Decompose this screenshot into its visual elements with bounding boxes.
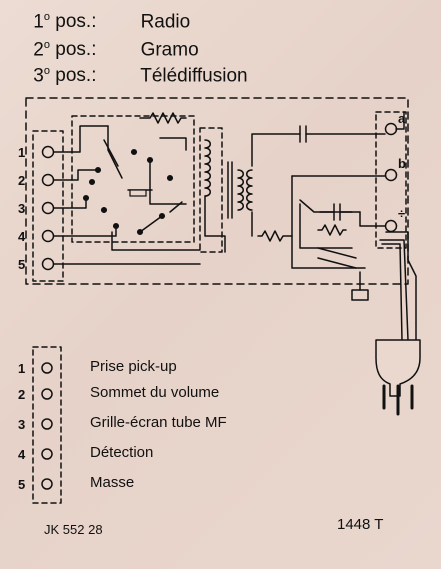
position-label: pos.: [55, 65, 97, 87]
resistor-selector [139, 112, 187, 124]
switch-wiring [53, 125, 201, 265]
legend-item-ground: Masse [90, 474, 135, 491]
power-cord [379, 111, 417, 343]
left-terminal-label: 5 [18, 257, 25, 272]
transformer-core [227, 161, 233, 219]
capacitor-top [299, 125, 307, 143]
selector-switch-box [71, 115, 195, 243]
right-terminal-strip [375, 111, 407, 249]
mode-gramo: Gramo [140, 39, 199, 61]
switch-contacts [82, 148, 174, 236]
right-terminal-circles [384, 122, 398, 233]
legend-item-volume: Sommet du volume [90, 384, 220, 401]
position-number: 3 [33, 65, 44, 87]
knob-icon [351, 289, 369, 301]
transformer-primary [204, 139, 211, 197]
legend-number: 2 [18, 387, 25, 402]
right-terminal-label: b [398, 156, 406, 171]
chassis-outline [25, 97, 409, 285]
left-terminal-label: 3 [18, 201, 25, 216]
left-terminal-label: 2 [18, 173, 25, 188]
resistor-output [257, 230, 293, 242]
wire-to-ground [359, 211, 386, 227]
left-terminal-circles [41, 145, 55, 271]
position-label: pos.: [55, 39, 97, 61]
right-terminal-label: a [398, 111, 406, 126]
legend-number: 3 [18, 417, 25, 432]
legend-terminal-circles [41, 362, 53, 490]
header-line-radio: 1o pos.: Radio [22, 6, 190, 33]
header-line-telediffusion: 3o pos.: Télédiffusion [22, 60, 248, 87]
right-terminal-label: ÷ [398, 206, 405, 221]
legend-item-screen-grid: Grille-écran tube MF [90, 414, 227, 431]
transformer-frame [199, 127, 223, 253]
mode-telediffusion: Télédiffusion [140, 65, 248, 87]
legend-number: 5 [18, 477, 25, 492]
ordinal-suffix: o [43, 39, 50, 51]
resistor-network [317, 224, 347, 236]
legend-number: 1 [18, 361, 25, 376]
plug-body-icon [375, 339, 421, 397]
switch-slider [129, 189, 147, 197]
legend-number: 4 [18, 447, 26, 462]
left-terminal-label: 1 [18, 145, 25, 160]
ordinal-suffix: o [43, 11, 50, 23]
catalog-code: JK 552 28 [44, 522, 103, 537]
output-coil [246, 169, 253, 211]
position-number: 1 [33, 11, 44, 33]
mode-radio: Radio [140, 11, 191, 33]
legend-item-detection: Détection [90, 444, 154, 461]
legend-item-pickup: Prise pick-up [90, 358, 177, 375]
reference-number: 1448 T [337, 516, 384, 533]
plug-pins-icon [382, 384, 414, 416]
position-label: pos.: [55, 11, 97, 33]
wire-to-a [251, 133, 301, 167]
legend-terminal-strip [32, 346, 62, 504]
position-number: 2 [33, 39, 44, 61]
header-line-gramo: 2o pos.: Gramo [22, 34, 199, 61]
network-switch [317, 247, 357, 269]
left-terminal-label: 4 [18, 229, 26, 244]
transformer-secondary [237, 169, 244, 211]
ordinal-suffix: o [43, 65, 50, 77]
